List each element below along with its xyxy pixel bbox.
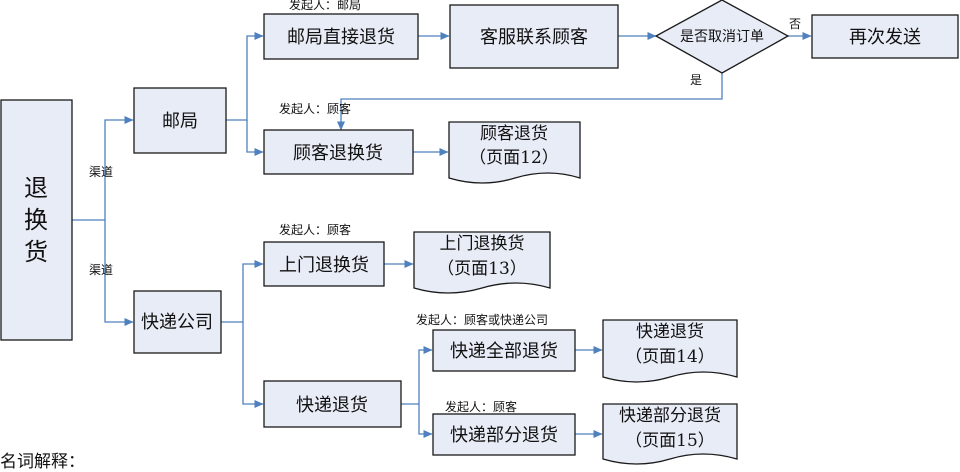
annotation-initiator-customer-2: 发起人：顾客 xyxy=(279,222,351,237)
annotation-initiator-customer-or-express: 发起人：顾客或快递公司 xyxy=(416,312,548,327)
node-express-partial-return: 快递部分退货 xyxy=(432,413,576,456)
node-cs-contact: 客服联系顾客 xyxy=(449,4,619,69)
svg-text:快递公司: 快递公司 xyxy=(141,312,213,333)
svg-text:快递退货: 快递退货 xyxy=(296,395,368,416)
svg-text:换: 换 xyxy=(24,206,48,234)
svg-text:货: 货 xyxy=(24,238,48,266)
doc-express-full: 快递退货 （页面14） xyxy=(602,319,738,383)
doc-customer-return: 顾客退货 （页面12） xyxy=(448,121,581,184)
decision-cancel-order: 是否取消订单 xyxy=(654,0,790,74)
connector-return-partial xyxy=(418,404,433,438)
node-express-return: 快递退货 xyxy=(263,380,402,428)
svg-text:退: 退 xyxy=(24,174,48,202)
svg-text:快递全部退货: 快递全部退货 xyxy=(450,341,558,362)
glossary-label: 名词解释： xyxy=(0,452,85,472)
connector-return-full xyxy=(401,346,433,405)
node-customer-return: 顾客退换货 xyxy=(263,129,414,175)
svg-text:（页面14）: （页面14） xyxy=(625,347,715,367)
svg-text:（页面15）: （页面15） xyxy=(625,431,715,451)
svg-text:快递部分退货: 快递部分退货 xyxy=(450,425,558,446)
svg-text:快递部分退货: 快递部分退货 xyxy=(619,406,721,426)
connector-root-post xyxy=(72,116,134,221)
node-resend: 再次发送 xyxy=(811,14,959,59)
svg-text:（页面12）: （页面12） xyxy=(469,148,559,168)
svg-text:邮局: 邮局 xyxy=(162,111,198,132)
annotation-channel-1: 渠道 xyxy=(89,165,113,179)
svg-text:是否取消订单: 是否取消订单 xyxy=(680,29,764,45)
doc-express-partial: 快递部分退货 （页面15） xyxy=(602,403,738,465)
svg-text:上门退换货: 上门退换货 xyxy=(279,255,369,276)
svg-text:客服联系顾客: 客服联系顾客 xyxy=(480,27,588,48)
svg-text:（页面13）: （页面13） xyxy=(437,259,527,279)
annotation-channel-2: 渠道 xyxy=(89,263,113,277)
annotation-initiator-post: 发起人：邮局 xyxy=(289,0,361,12)
svg-text:上门退换货: 上门退换货 xyxy=(440,234,525,254)
annotation-initiator-customer-3: 发起人：顾客 xyxy=(445,399,517,414)
connector-express-return xyxy=(242,322,264,408)
node-post-direct-return: 邮局直接退货 xyxy=(263,13,419,60)
annotation-initiator-customer-1: 发起人：顾客 xyxy=(279,101,351,116)
node-express-full-return: 快递全部退货 xyxy=(432,329,576,372)
svg-text:邮局直接退货: 邮局直接退货 xyxy=(287,27,395,48)
connector-post-customer xyxy=(246,120,264,156)
node-root: 退 换 货 xyxy=(0,99,73,341)
node-post-office: 邮局 xyxy=(133,87,227,154)
svg-text:顾客退换货: 顾客退换货 xyxy=(293,143,383,164)
svg-text:快递退货: 快递退货 xyxy=(636,322,704,342)
connector-decision-yes xyxy=(337,73,723,131)
doc-door-return: 上门退换货 （页面13） xyxy=(413,231,551,294)
connector-post-direct xyxy=(226,32,264,121)
node-express-company: 快递公司 xyxy=(133,290,222,354)
connector-express-door xyxy=(221,260,264,323)
svg-text:顾客退货: 顾客退货 xyxy=(480,124,548,144)
node-door-return: 上门退换货 xyxy=(263,241,385,287)
annotation-yes: 是 xyxy=(690,73,702,87)
connector-root-express xyxy=(104,220,134,326)
connectors xyxy=(72,32,812,438)
annotation-no: 否 xyxy=(789,17,801,31)
svg-text:再次发送: 再次发送 xyxy=(849,27,921,48)
